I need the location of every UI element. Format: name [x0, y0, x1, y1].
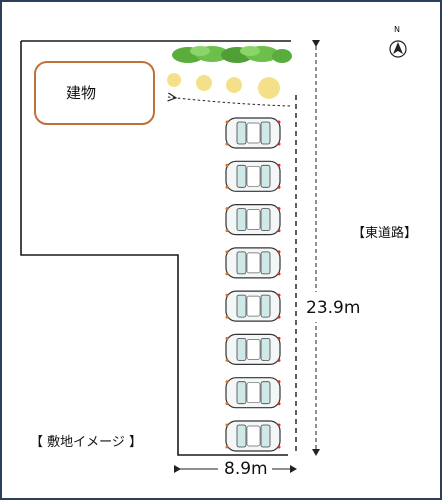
road-label: 【東道路】: [352, 226, 418, 241]
car-icon: [224, 247, 282, 279]
car-icon: [224, 420, 282, 452]
car-icon: [224, 117, 282, 149]
parking-cars: [224, 117, 282, 452]
site-label: 【 敷地イメージ 】: [30, 435, 143, 450]
compass-north-icon: [389, 40, 407, 58]
north-label: N: [394, 25, 400, 34]
width-label: 8.9m: [224, 459, 268, 479]
building-label: 建物: [66, 84, 97, 102]
bush-row: [167, 73, 280, 99]
length-label: 23.9m: [306, 298, 361, 318]
site-boundary: [20, 40, 291, 456]
car-icon: [224, 204, 282, 236]
car-icon: [224, 160, 282, 192]
entry-arrow: [168, 97, 291, 107]
hedge: [172, 46, 292, 63]
car-icon: [224, 333, 282, 365]
car-icon: [224, 377, 282, 409]
building: [34, 61, 155, 125]
car-icon: [224, 290, 282, 322]
